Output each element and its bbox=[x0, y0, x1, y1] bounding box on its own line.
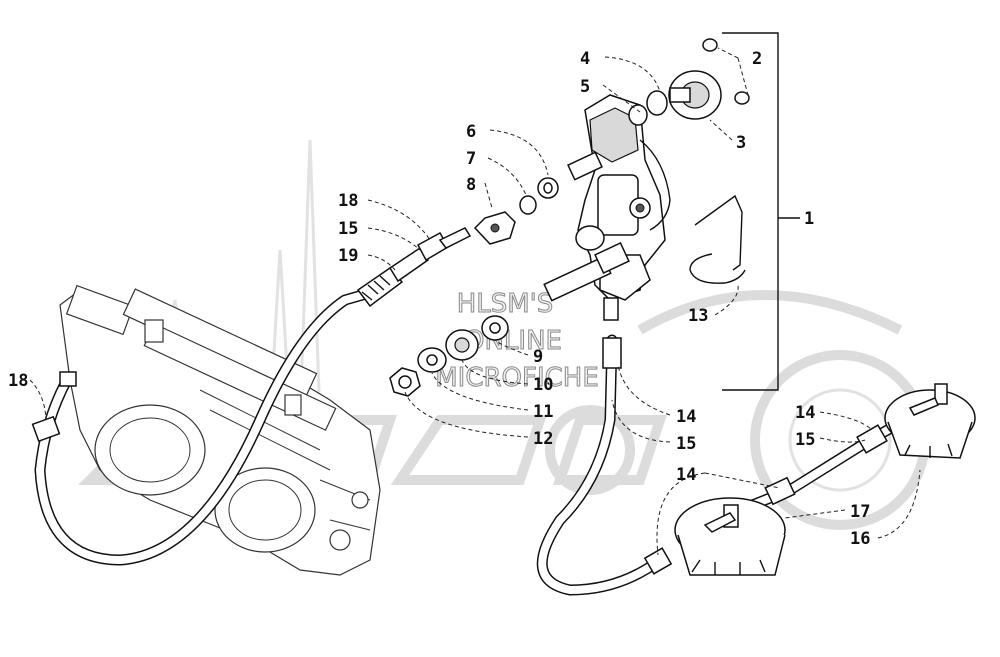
label-7: 7 bbox=[466, 149, 476, 169]
label-4: 4 bbox=[580, 49, 590, 69]
clips bbox=[689, 194, 746, 284]
throttle-cable bbox=[356, 227, 472, 308]
label-14-right: 14 bbox=[795, 403, 815, 423]
label-19: 19 bbox=[338, 246, 358, 266]
label-18-upper: 18 bbox=[338, 191, 358, 211]
watermark-line-2: ONLINE bbox=[464, 326, 562, 356]
label-14-lower: 14 bbox=[676, 465, 696, 485]
label-17: 17 bbox=[850, 502, 870, 522]
item-1-bracket bbox=[722, 32, 800, 391]
regulator-parts bbox=[628, 38, 750, 126]
label-15-upper: 15 bbox=[338, 219, 358, 239]
label-16: 16 bbox=[850, 529, 870, 549]
watermark-line-1: HLSM'S bbox=[457, 289, 554, 319]
label-18-left: 18 bbox=[8, 371, 28, 391]
watermark-line-3: MICROFICHE bbox=[435, 363, 599, 393]
part-labels: 2 3 4 5 6 7 8 1 18 15 19 13 9 10 11 12 1… bbox=[8, 49, 870, 549]
label-15-right: 15 bbox=[795, 430, 815, 450]
label-5: 5 bbox=[580, 77, 590, 97]
label-14-center: 14 bbox=[676, 407, 696, 427]
label-10: 10 bbox=[533, 375, 553, 395]
label-9: 9 bbox=[533, 347, 543, 367]
fuel-filter-upper bbox=[884, 383, 976, 459]
label-1: 1 bbox=[804, 209, 814, 229]
fittings-upper bbox=[473, 177, 559, 245]
label-11: 11 bbox=[533, 402, 553, 422]
label-15-center: 15 bbox=[676, 434, 696, 454]
fuel-hoses-right bbox=[536, 334, 911, 596]
engine-assembly bbox=[59, 284, 381, 576]
leader-lines bbox=[29, 47, 921, 556]
label-6: 6 bbox=[466, 122, 476, 142]
watermark: HLSM'S ONLINE MICROFICHE bbox=[435, 289, 600, 394]
label-3: 3 bbox=[736, 133, 746, 153]
label-13: 13 bbox=[688, 306, 708, 326]
label-12: 12 bbox=[533, 429, 553, 449]
label-2: 2 bbox=[752, 49, 762, 69]
hose-18-left bbox=[31, 284, 386, 566]
fittings-lower bbox=[389, 315, 509, 397]
label-8: 8 bbox=[466, 175, 476, 195]
fuel-filter-lower bbox=[674, 497, 786, 576]
fuel-pump-body bbox=[543, 94, 671, 321]
